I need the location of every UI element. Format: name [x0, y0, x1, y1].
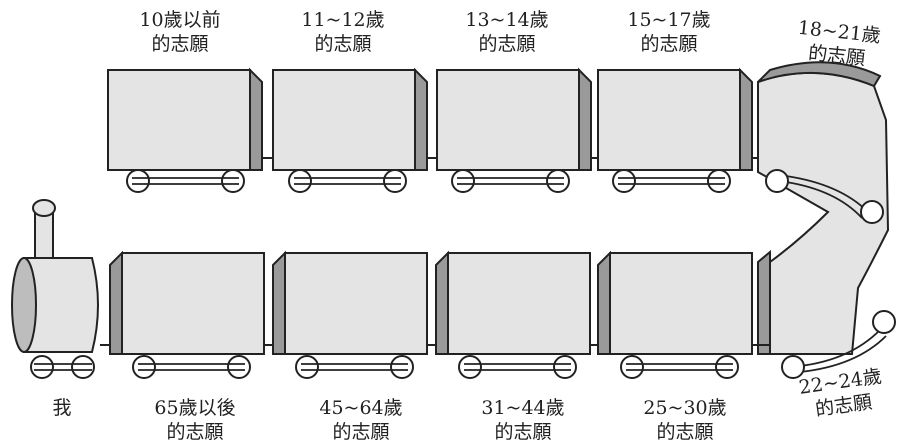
label-age: 31~44歲	[481, 397, 565, 419]
label-suffix: 的志願	[151, 33, 209, 55]
label-age: 11~12歲	[301, 9, 385, 31]
label-10-before: 10歲以前 的志願	[128, 8, 232, 56]
label-age: 10歲以前	[139, 9, 221, 31]
engine-wheels	[30, 355, 95, 379]
car-bottom-2	[272, 250, 428, 379]
engine	[11, 199, 110, 379]
label-13-14: 13~14歲 的志願	[455, 8, 559, 56]
label-me: 我	[42, 396, 82, 420]
label-11-12: 11~12歲 的志願	[291, 8, 395, 56]
car-bottom-4	[597, 250, 753, 379]
label-suffix: 的志願	[478, 33, 536, 55]
car-top-2	[272, 67, 428, 193]
label-suffix: 的志願	[332, 421, 390, 443]
label-25-30: 25~30歲 的志願	[630, 396, 740, 444]
label-suffix: 的志願	[656, 421, 714, 443]
label-15-17: 15~17歲 的志願	[617, 8, 721, 56]
label-suffix: 的志願	[640, 33, 698, 55]
label-age: 13~14歲	[465, 9, 549, 31]
label-age: 65歲以後	[154, 397, 236, 419]
label-31-44: 31~44歲 的志願	[468, 396, 578, 444]
label-suffix: 的志願	[494, 421, 552, 443]
car-top-3	[436, 67, 592, 193]
car-bottom-1	[109, 250, 265, 379]
car-top-4	[597, 67, 753, 193]
label-age: 25~30歲	[643, 397, 727, 419]
car-top-1	[107, 67, 263, 193]
label-age: 45~64歲	[319, 397, 403, 419]
car-bottom-3	[435, 250, 591, 379]
label-age: 15~17歲	[627, 9, 711, 31]
label-suffix: 的志願	[166, 421, 224, 443]
label-45-64: 45~64歲 的志願	[306, 396, 416, 444]
label-65-after: 65歲以後 的志願	[140, 396, 250, 444]
car-corner	[757, 61, 896, 379]
label-suffix: 的志願	[314, 33, 372, 55]
engine-label: 我	[52, 397, 72, 419]
